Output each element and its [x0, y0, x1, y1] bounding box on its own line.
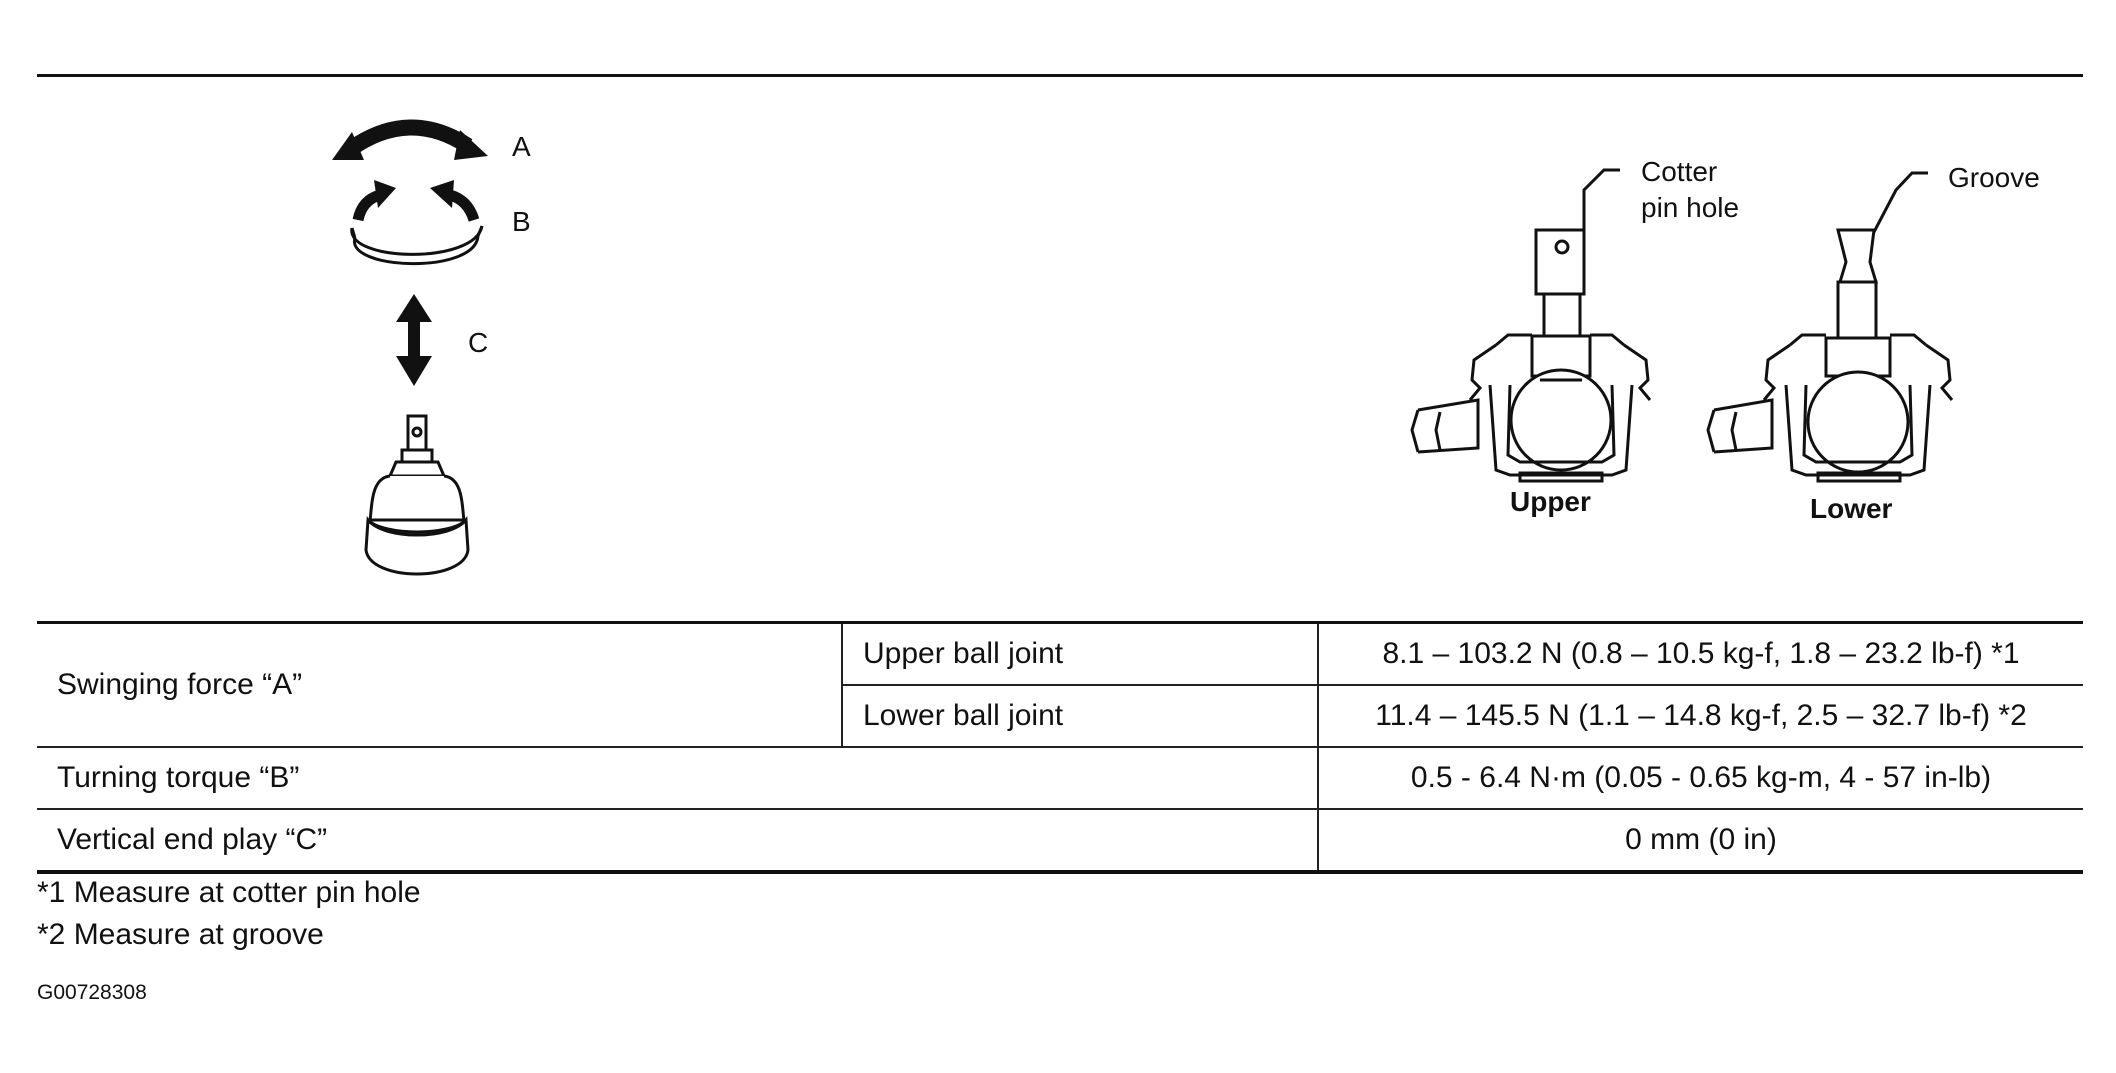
spec-item: Swinging force “A” [37, 621, 842, 747]
spec-item: Turning torque “B” [37, 746, 1318, 809]
upper-ball-joint-cutaway [1410, 168, 1652, 483]
lower-ball-joint-cutaway [1706, 171, 1954, 483]
spec-value: 0.5 - 6.4 N·m (0.05 - 0.65 kg-m, 4 - 57 … [1317, 746, 2083, 809]
swing-arrow-icon [332, 119, 488, 160]
spec-table: Swinging force “A” Upper ball joint 8.1 … [37, 621, 2083, 874]
motion-diagram [332, 119, 488, 576]
top-rule [37, 74, 2083, 77]
spec-value: 0 mm (0 in) [1317, 808, 2083, 874]
rotation-arrow-icon [350, 180, 484, 266]
label-lower: Lower [1810, 493, 1893, 524]
label-upper: Upper [1510, 486, 1591, 517]
motion-label-b: B [512, 206, 531, 237]
callout-cotter-line2: pin hole [1641, 192, 1740, 223]
spec-subitem: Upper ball joint [841, 621, 1318, 685]
table-row: Turning torque “B” 0.5 - 6.4 N·m (0.05 -… [37, 746, 2083, 809]
callout-cotter-line1: Cotter [1641, 156, 1718, 187]
spec-value: 11.4 – 145.5 N (1.1 – 14.8 kg-f, 2.5 – 3… [1317, 684, 2083, 747]
footnote-1: *1 Measure at cotter pin hole [37, 876, 421, 909]
table-row: Lower ball joint 11.4 – 145.5 N (1.1 – 1… [37, 684, 2083, 747]
callout-groove: Groove [1948, 162, 2040, 193]
motion-label-c: C [468, 327, 489, 358]
table-row: Vertical end play “C” 0 mm (0 in) [37, 808, 2083, 874]
spec-subitem: Lower ball joint [841, 684, 1318, 747]
ball-joint-icon [364, 414, 470, 576]
table-row: Swinging force “A” Upper ball joint 8.1 … [37, 621, 2083, 747]
figure-code: G00728308 [37, 981, 147, 1004]
spec-value: 8.1 – 103.2 N (0.8 – 10.5 kg-f, 1.8 – 23… [1317, 621, 2083, 685]
ball-joint-cutaways [1410, 168, 1954, 483]
spec-item: Vertical end play “C” [37, 808, 1318, 874]
footnote-2: *2 Measure at groove [37, 918, 324, 951]
motion-label-a: A [512, 131, 531, 162]
vertical-arrow-icon [396, 294, 432, 386]
